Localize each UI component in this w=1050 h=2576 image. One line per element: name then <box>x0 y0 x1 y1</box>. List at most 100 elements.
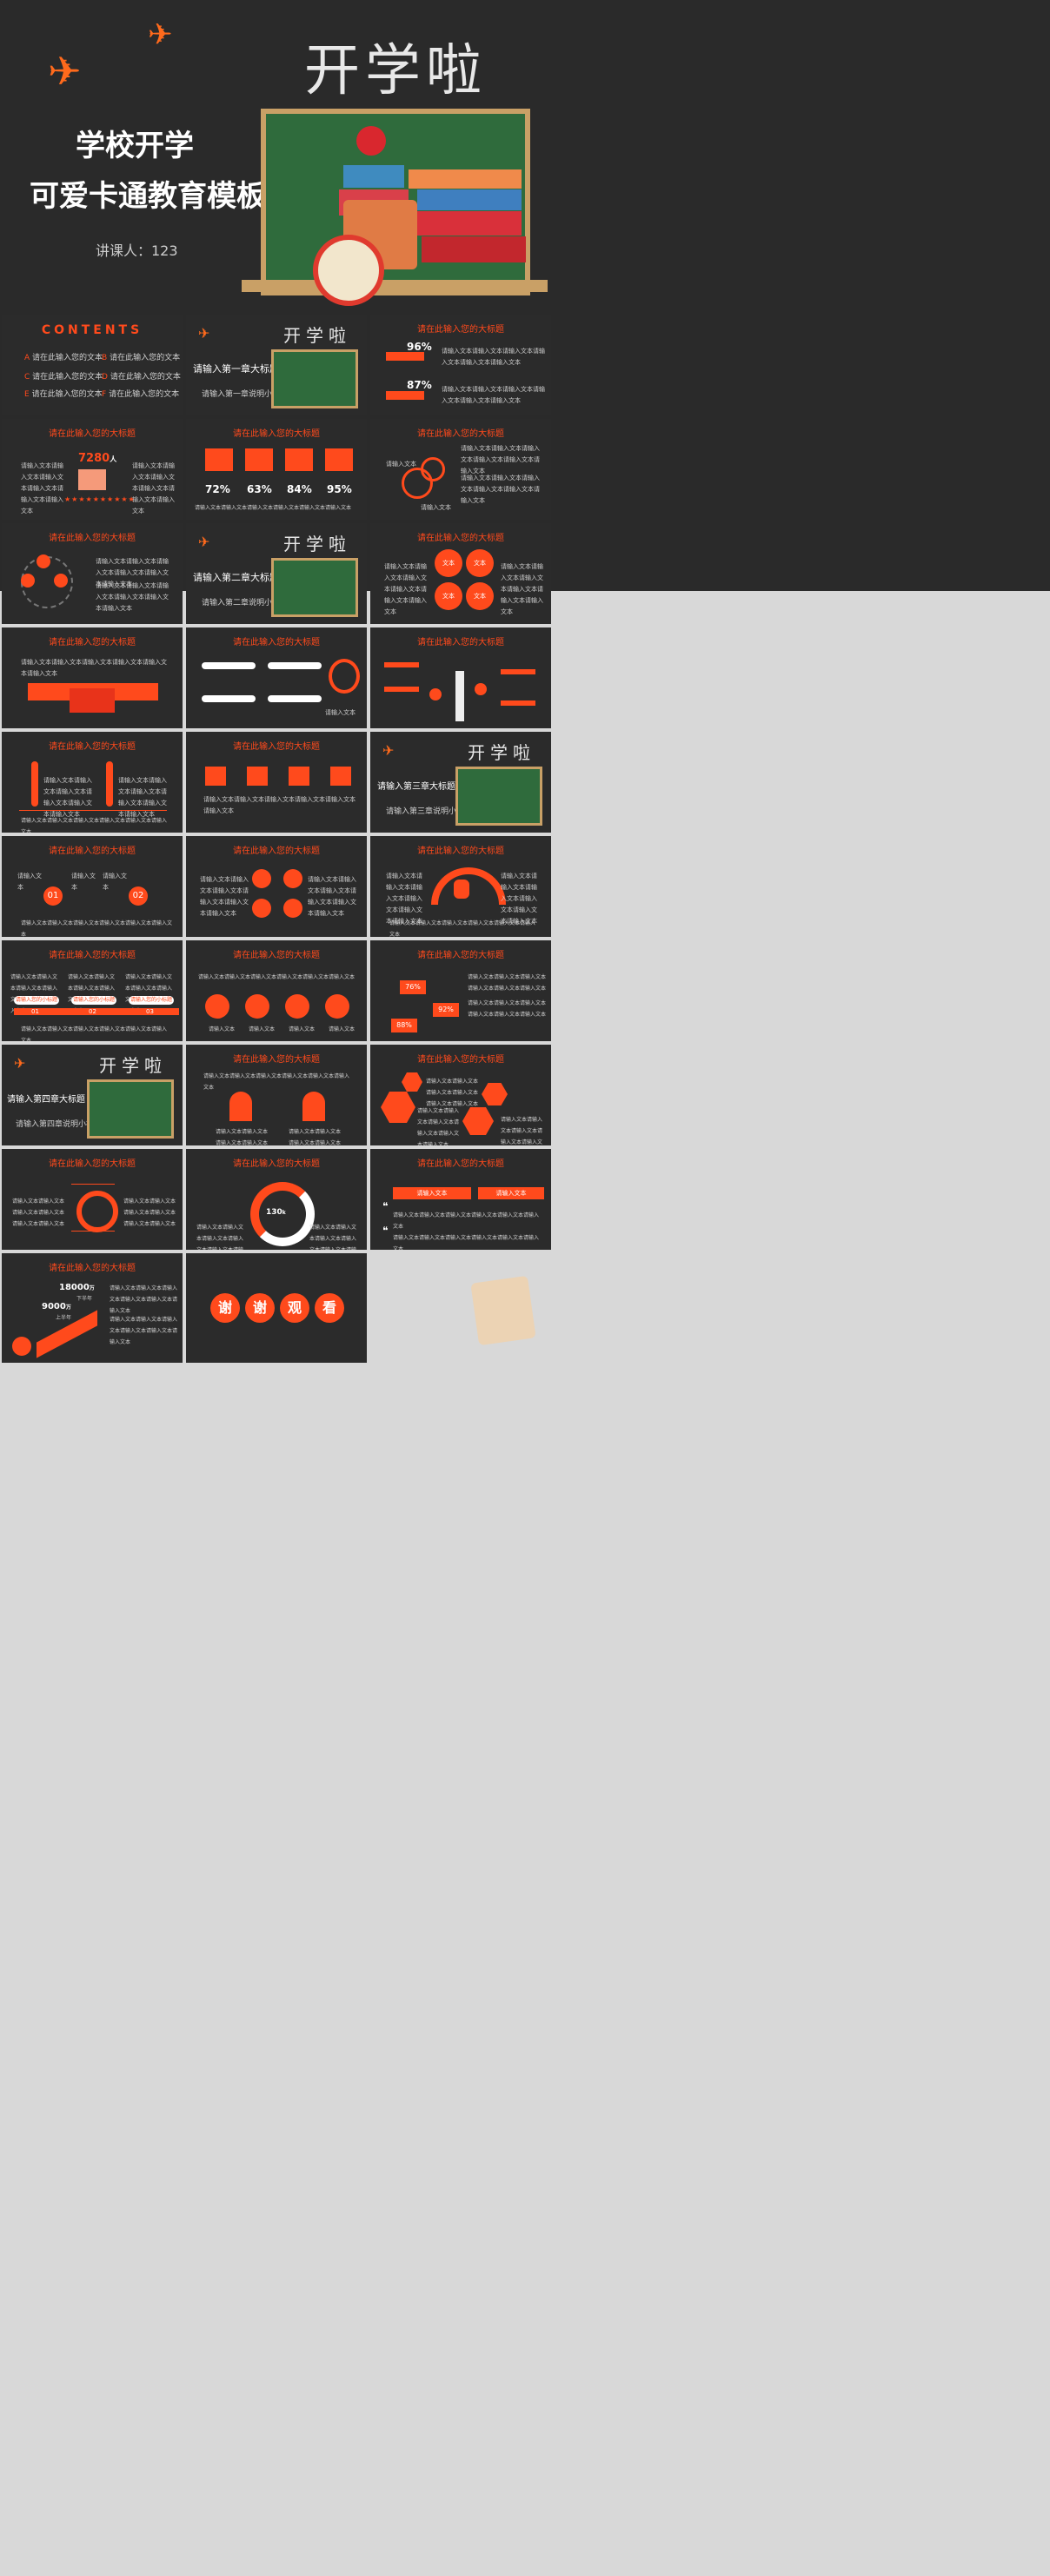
slide-title: 请在此输入您的大标题 <box>233 1055 320 1065</box>
slide-stats: 请在此输入您的大标题 7280人 请输入文本请输入文本请输入文本请输入文本请输入… <box>2 419 183 520</box>
body-text: 请输入文本请输入文本请输入文本请输入文本请输入文本请输入文本 <box>417 1108 460 1145</box>
slide-title: 请在此输入您的大标题 <box>49 1159 136 1169</box>
watermark-area <box>370 1253 551 1363</box>
chapter-subtitle: 请输入第一章说明小标题 <box>202 390 289 399</box>
item-letter: E <box>24 390 30 399</box>
body-text: 请输入文本请输入文本请输入文本请输入文本请输入文本请输入文本 <box>442 386 545 404</box>
label-text: 请输入文本 <box>209 1026 236 1032</box>
card-value: 63% <box>247 483 272 495</box>
item-letter: B <box>102 354 108 362</box>
people-icon <box>12 1337 31 1356</box>
body-text: 请输入文本请输入文本请输入文本请输入文本请输入文本请输入文本 <box>198 974 356 980</box>
slide-title: 请在此输入您的大标题 <box>417 534 504 543</box>
body-text: 请输入文本请输入文本请输入文本请输入文本请输入文本请输入文本 <box>21 1026 168 1041</box>
arch <box>229 1092 252 1121</box>
body-text: 请输入文本请输入文本请输入文本请输入文本请输入文本请输入文本 <box>216 1129 269 1145</box>
slide-title: 请在此输入您的大标题 <box>49 534 136 543</box>
car-icon <box>21 574 35 588</box>
ball-icon <box>37 554 50 568</box>
slide-title: 请在此输入您的大标题 <box>233 846 320 856</box>
body-text: 请输入文本请输入文本请输入文本请输入文本请输入文本请输入文本 <box>118 777 167 818</box>
label-pill <box>202 695 256 702</box>
body-text: 请输入文本请输入文本请输入文本请输入文本请输入文本请输入文本 <box>110 1317 178 1345</box>
body-text: 请输入文本请输入文本请输入文本请输入文本请输入文本请输入文本 <box>461 475 540 504</box>
slide-title: 请在此输入您的大标题 <box>233 638 320 647</box>
chalk-title: 开学啦 <box>468 742 535 763</box>
slide-title: 请在此输入您的大标题 <box>417 429 504 439</box>
laptop-icon <box>205 767 226 786</box>
cylinder <box>245 994 269 1019</box>
label-bar: 请输入文本 <box>478 1187 544 1199</box>
lecturer-label: 讲课人：123 <box>96 242 178 259</box>
growth-value: 9000 <box>42 1302 66 1311</box>
slide-hexagons: 请在此输入您的大标题 请输入文本请输入文本请输入文本请输入文本请输入文本请输入文… <box>370 1045 551 1145</box>
contents-item: 请在此输入您的文本 <box>110 354 181 362</box>
airplane-icon: ✈ <box>14 1055 26 1072</box>
alarm-clock-icon <box>313 235 384 306</box>
body-text: 请输入文本请输入文本请输入文本请输入文本请输入文本请输入文本 <box>384 563 427 615</box>
chalk-title: 开学啦 <box>304 39 487 103</box>
slide-title: 请在此输入您的大标题 <box>417 638 504 647</box>
slide-title: 请在此输入您的大标题 <box>417 951 504 960</box>
card <box>205 448 233 471</box>
slide-chapter-1: ✈ 开学啦 请输入第一章大标题 请输入第一章说明小标题 <box>186 315 367 415</box>
body-text: 请输入文本请输入文本请输入文本请输入文本请输入文本请输入文本 <box>309 1225 357 1250</box>
label-bar <box>384 662 419 667</box>
slide-cards: 请在此输入您的大标题 72% 63% 84% 95% 请输入文本请输入文本请输入… <box>186 419 367 520</box>
donut-ring <box>250 1182 315 1246</box>
chalkboard <box>271 349 358 408</box>
thanks-char: 看 <box>315 1293 344 1323</box>
body-text: 请输入文本请输入文本请输入文本请输入文本请输入文本请输入文本 <box>289 1129 342 1145</box>
label-bar <box>501 669 535 674</box>
body-text: 请输入文本请输入文本请输入文本请输入文本请输入文本请输入文本 <box>96 558 169 588</box>
slide-title: 请在此输入您的大标题 <box>49 846 136 856</box>
cover-title-line2: 可爱卡通教育模板 <box>30 179 266 214</box>
chalkboard-ledge <box>242 280 548 292</box>
label-text: 请输入文本 <box>103 873 127 891</box>
donut-value: 130 <box>266 1208 282 1217</box>
thanks-char: 观 <box>280 1293 309 1323</box>
dollar-icon <box>475 683 487 695</box>
card <box>325 448 353 471</box>
tree-trunk <box>455 671 464 721</box>
airplane-icon: ✈ <box>198 534 210 550</box>
item-letter: D <box>102 373 108 382</box>
circle-label: 文本 <box>466 582 494 610</box>
slide-icons-list: 请在此输入您的大标题 请输入文本请输入文本请输入文本请输入文本请输入文本请输入文… <box>2 523 183 624</box>
airplane-icon: ✈ <box>48 48 82 95</box>
slide-chapter-3: ✈ 开学啦 请输入第三章大标题 请输入第三章说明小标题 <box>370 732 551 833</box>
quote-icon: ❝ <box>382 1200 389 1212</box>
slide-title: 请在此输入您的大标题 <box>233 742 320 752</box>
label-bar <box>501 700 535 706</box>
cycle-arrows-icon <box>76 1191 118 1232</box>
card-value: 72% <box>205 483 230 495</box>
donut-unit: k <box>282 1210 286 1216</box>
gift-icon <box>54 574 68 588</box>
chalkboard <box>87 1079 174 1139</box>
body-text: 请输入文本请输入文本请输入文本请输入文本请输入文本请输入文本 <box>195 505 352 511</box>
slide-tags: 请在此输入您的大标题 76% 92% 88% 请输入文本请输入文本请输入文本请输… <box>370 940 551 1041</box>
step-number: 01 <box>31 1008 39 1015</box>
body-text: 请输入文本请输入文本请输入文本请输入文本请输入文本请输入文本 <box>501 1117 543 1145</box>
body-text: 请输入文本请输入文本请输入文本请输入文本请输入文本请输入文本 <box>21 920 173 937</box>
slide-chapter-2: ✈ 开学啦 请输入第二章大标题 请输入第二章说明小标题 <box>186 523 367 624</box>
edit-icon <box>402 1072 422 1092</box>
book <box>343 165 404 188</box>
chapter-subtitle: 请输入第三章说明小标题 <box>386 807 473 816</box>
slide-progress: 请在此输入您的大标题 96% 请输入文本请输入文本请输入文本请输入文本请输入文本… <box>370 315 551 415</box>
body-text: 请输入文本请输入文本请输入文本请输入文本请输入文本请输入文本 <box>132 462 175 515</box>
slide-title: 请在此输入您的大标题 <box>49 1264 136 1273</box>
body-text: 请输入文本请输入文本请输入文本请输入文本请输入文本请输入文本 <box>468 974 547 992</box>
label-pill <box>202 662 256 669</box>
label-text: 请输入文本 <box>421 504 451 511</box>
airplane-icon: ✈ <box>148 17 173 52</box>
divider <box>19 810 167 811</box>
tag-value: 76% <box>400 980 426 994</box>
chapter-title: 请输入第二章大标题 <box>193 572 279 583</box>
body-text: 请输入文本请输入文本请输入文本请输入文本请输入文本请输入文本 <box>96 582 169 612</box>
label-text: 请输入文本 <box>325 709 356 716</box>
contents-item: 请在此输入您的文本 <box>31 390 103 399</box>
body-text: 请输入文本请输入文本请输入文本请输入文本请输入文本请输入文本 <box>43 777 92 818</box>
card-value: 84% <box>287 483 312 495</box>
body-text: 请输入文本请输入文本请输入文本请输入文本请输入文本请输入文本 <box>21 462 63 515</box>
